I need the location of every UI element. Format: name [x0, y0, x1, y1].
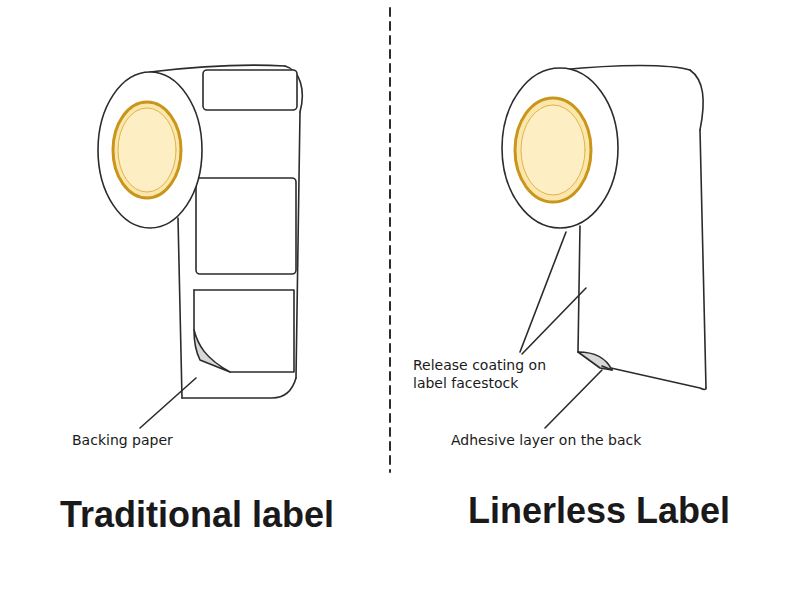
- panel-heading: Traditional label: [60, 494, 334, 536]
- callout-label: Release coating on label facestock: [413, 356, 573, 392]
- callout-label: Adhesive layer on the back: [451, 431, 641, 449]
- callout-label: Backing paper: [72, 431, 173, 449]
- panel-heading: Linerless Label: [468, 490, 730, 532]
